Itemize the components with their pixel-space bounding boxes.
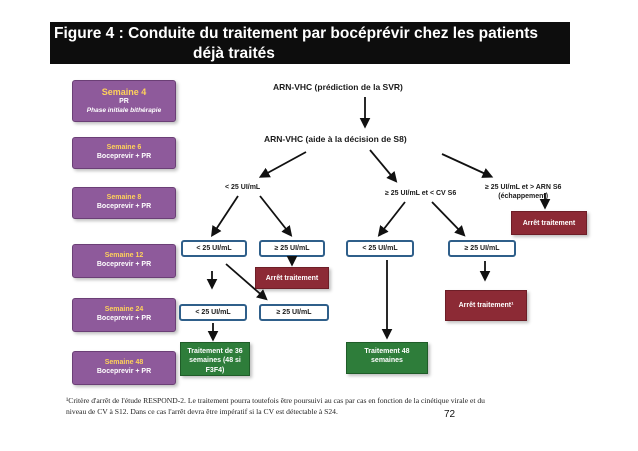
- arrow-to-branch-left: [258, 151, 307, 178]
- week-12-box: Semaine 12 Boceprevir + PR: [72, 244, 176, 278]
- branch-label-escape: ≥ 25 UI/mL et > ARN S6 (échappement): [485, 184, 562, 201]
- treatment-48-weeks-box: Traitement 48 semaines: [346, 342, 428, 374]
- week-12-treatment: Boceprevir + PR: [96, 261, 152, 268]
- arrow-left-to-s12-ge: [259, 195, 293, 237]
- arrow-to-branch-mid: [369, 149, 398, 183]
- mid-ge25-box: ≥ 25 UI/mL: [448, 240, 516, 257]
- week-4-phase: Phase initiale bithérapie: [86, 106, 162, 114]
- arrow-left-to-s12-lt: [211, 195, 239, 238]
- week-48-box: Semaine 48 Boceprevir + PR: [72, 351, 176, 385]
- week-24-box: Semaine 24 Boceprevir + PR: [72, 298, 176, 332]
- s24-lt25-box: < 25 UI/mL: [179, 304, 247, 321]
- week-24-label: Semaine 24: [104, 306, 144, 314]
- week-48-label: Semaine 48: [104, 359, 144, 367]
- week-4-box: Semaine 4 PR Phase initiale bithérapie: [72, 80, 176, 122]
- treatment-36-weeks-box: Traitement de 36 semaines (48 si F3F4): [180, 342, 250, 376]
- arrow-s12-lt-to-s24-ge: [225, 263, 268, 301]
- branch-label-ge25-lt-cv: ≥ 25 UI/mL et < CV S6: [385, 190, 457, 197]
- footnote-line1: ¹Critère d'arrêt de l'étude RESPOND-2. L…: [66, 396, 485, 405]
- flow-heading-decision: ARN-VHC (aide à la décision de S8): [264, 134, 407, 144]
- s24-ge25-box: ≥ 25 UI/mL: [259, 304, 329, 321]
- figure-title: Figure 4 : Conduite du traitement par bo…: [54, 25, 539, 42]
- arrow-mid-to-mid-ge: [431, 201, 466, 237]
- stop-treatment-escape: Arrêt traitement: [511, 211, 587, 235]
- week-6-label: Semaine 6: [106, 144, 142, 152]
- week-4-label: Semaine 4: [101, 86, 147, 97]
- arrow-mid-to-mid-lt: [377, 201, 406, 237]
- week-6-treatment: Boceprevir + PR: [96, 153, 152, 160]
- week-12-label: Semaine 12: [104, 252, 144, 260]
- flow-heading-prediction: ARN-VHC (prédiction de la SVR): [273, 82, 403, 92]
- arrow-to-branch-right: [441, 153, 494, 178]
- figure-title-line2: déjà traités: [193, 45, 275, 62]
- week-4-treatment: PR: [119, 98, 129, 106]
- s12-lt25-box: < 25 UI/mL: [181, 240, 247, 257]
- week-8-label: Semaine 8: [106, 194, 142, 202]
- week-6-box: Semaine 6 Boceprevir + PR: [72, 137, 176, 169]
- branch-label-lt25: < 25 UI/mL: [225, 184, 261, 191]
- figure-title-bar: Figure 4 : Conduite du traitement par bo…: [50, 22, 570, 64]
- week-48-treatment: Boceprevir + PR: [96, 368, 152, 375]
- week-24-treatment: Boceprevir + PR: [96, 315, 152, 322]
- stop-treatment-footnote: Arrêt traitement¹: [445, 290, 527, 321]
- stop-treatment-s12: Arrêt traitement: [255, 267, 329, 289]
- mid-lt25-box: < 25 UI/mL: [346, 240, 414, 257]
- footnote-line2: niveau de CV à S12. Dans ce cas l'arrêt …: [66, 407, 338, 416]
- week-8-treatment: Boceprevir + PR: [96, 203, 152, 210]
- week-8-box: Semaine 8 Boceprevir + PR: [72, 187, 176, 219]
- page-number: 72: [444, 409, 456, 420]
